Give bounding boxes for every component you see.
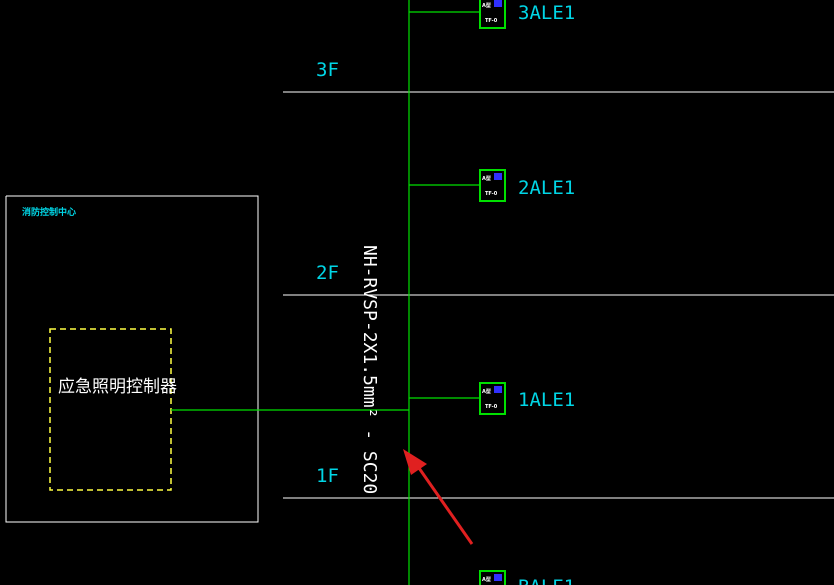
controller-box — [49, 328, 172, 491]
floor-label-2f: 2F — [316, 262, 339, 284]
panel-1ale1: A型 TF-0 — [479, 382, 506, 415]
panel-symbol-frame — [479, 169, 506, 202]
room-label: 消防控制中心 — [22, 206, 76, 218]
floor-label-3f: 3F — [316, 59, 339, 81]
panel-symbol-top: A型 — [482, 2, 491, 9]
panel-symbol-bottom: TF-0 — [485, 191, 498, 197]
floor-labels: 3F 2F 1F — [316, 59, 339, 487]
panel-symbol-top: A型 — [482, 576, 491, 583]
controller-label: 应急照明控制器 — [58, 377, 177, 397]
riser-wiring — [171, 0, 480, 585]
panel-2ale1: A型 TF-0 — [479, 169, 506, 202]
floor-lines — [283, 91, 834, 499]
panel-symbol-blue-block — [494, 574, 502, 581]
cable-spec-label: NH-RVSP-2X1.5mm² - SC20 — [359, 245, 380, 494]
panel-label-3ale1: 3ALE1 — [518, 2, 575, 24]
panel-bale1: A型 — [479, 570, 506, 585]
panel-label-bale1: BALE1 — [518, 576, 575, 585]
panel-label-1ale1: 1ALE1 — [518, 389, 575, 411]
panel-symbol-frame — [479, 382, 506, 415]
panel-symbol-blue-block — [494, 0, 502, 7]
panel-3ale1: A型 TF-0 — [479, 0, 506, 29]
fire-control-room: 消防控制中心 — [5, 195, 259, 523]
floor-label-1f: 1F — [316, 465, 339, 487]
panel-symbol-top: A型 — [482, 175, 491, 182]
panel-symbol-bottom: TF-0 — [485, 404, 498, 410]
annotation-arrow — [403, 449, 474, 545]
panel-symbol-bottom: TF-0 — [485, 18, 498, 24]
panel-label-2ale1: 2ALE1 — [518, 177, 575, 199]
arrow-shaft — [410, 457, 474, 545]
panel-symbol-top: A型 — [482, 388, 491, 395]
panel-symbol-blue-block — [494, 386, 502, 393]
room-outline — [5, 195, 259, 523]
panel-labels: 3ALE1 2ALE1 1ALE1 BALE1 — [518, 2, 575, 585]
arrow-head — [403, 449, 427, 475]
emergency-lighting-controller: 应急照明控制器 — [49, 328, 177, 491]
panel-symbol-blue-block — [494, 173, 502, 180]
